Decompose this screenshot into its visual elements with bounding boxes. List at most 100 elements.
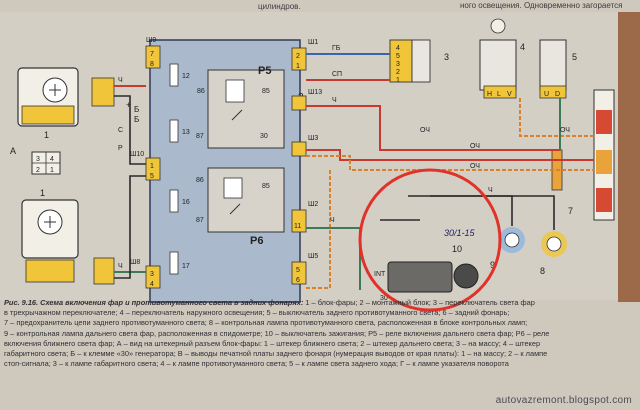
pin-int: INT bbox=[374, 271, 386, 278]
relay-p6 bbox=[207, 167, 285, 233]
grid-3: 3 bbox=[36, 156, 40, 163]
wire-label-ch3: Ч bbox=[118, 263, 123, 270]
label-item5: 5 bbox=[572, 52, 577, 62]
connector-sh1 bbox=[291, 47, 307, 71]
connector-sh3 bbox=[291, 141, 307, 157]
pin-86a: 86 bbox=[197, 88, 205, 95]
pin-n30: 30 bbox=[380, 295, 388, 302]
connector-sh2-label: Ш2 bbox=[308, 201, 318, 208]
connector-sh2 bbox=[291, 209, 307, 233]
outdoor-light-switch bbox=[479, 18, 517, 99]
caption-line-2: в трехрычажном переключателе; 4 – перекл… bbox=[4, 308, 510, 318]
label-view-a: А bbox=[10, 146, 16, 156]
connector-sh13 bbox=[291, 95, 307, 111]
grid-2: 2 bbox=[36, 167, 40, 174]
highlight-circle bbox=[358, 168, 502, 312]
pin-n2: 2 bbox=[296, 53, 300, 60]
wire-label-och4: ОЧ bbox=[560, 127, 570, 134]
caption-line-7: стоп-сигнала; 3 – к лампе габаритного св… bbox=[4, 359, 509, 369]
fuse-12 bbox=[169, 63, 179, 87]
grid-4: 4 bbox=[50, 156, 54, 163]
wire-label-och2: ОЧ bbox=[470, 143, 480, 150]
wire-set-orange bbox=[306, 98, 594, 289]
page-edge-strip bbox=[618, 12, 640, 302]
pin-85a: 85 bbox=[262, 88, 270, 95]
figure-caption: Рис. 9.16. Схема включения фар и противо… bbox=[4, 298, 632, 369]
wire-label-ch4: Ч bbox=[330, 217, 335, 224]
ignition-switch bbox=[387, 261, 479, 293]
pin-r4: 4 bbox=[396, 45, 400, 52]
top-note-left: цилиндров. bbox=[258, 2, 301, 11]
fog-control-lamp bbox=[541, 231, 567, 257]
wire-label-gb: ГБ bbox=[332, 45, 341, 52]
connector-sh10 bbox=[145, 157, 161, 181]
connector-sh9 bbox=[145, 45, 161, 69]
pin-n6: 6 bbox=[296, 277, 300, 284]
light-switch-connector bbox=[389, 39, 431, 83]
pin-7: 7 bbox=[150, 51, 154, 58]
label-item10: 10 bbox=[452, 244, 462, 254]
wire-label-och3: ОЧ bbox=[470, 163, 480, 170]
wire-label-ch2: Ч bbox=[118, 77, 123, 84]
grid-1: 1 bbox=[50, 167, 54, 174]
connector-sh10-label: Ш10 bbox=[130, 151, 144, 158]
caption-line-3: 7 – предохранитель цепи заднего противот… bbox=[4, 318, 528, 328]
label-item4: 4 bbox=[520, 42, 525, 52]
fuse-17 bbox=[169, 251, 179, 275]
view-a-connector bbox=[31, 151, 61, 175]
pin-8: 8 bbox=[150, 61, 154, 68]
label-item9: 9 bbox=[490, 260, 495, 270]
label-plus: + bbox=[126, 100, 131, 110]
relay-p6-label: Р6 bbox=[250, 235, 263, 247]
caption-line-6: габаритного света; Б – к клемме «30» ген… bbox=[4, 349, 548, 359]
headlamp-top bbox=[17, 67, 79, 127]
connector-sh5 bbox=[291, 261, 307, 285]
label-item1a: 1 bbox=[44, 130, 49, 140]
pin-n5: 5 bbox=[296, 267, 300, 274]
caption-line-5: включения ближнего света фар; А – вид на… bbox=[4, 338, 541, 348]
high-beam-control-lamp bbox=[499, 227, 525, 253]
pin-r3: 3 bbox=[396, 61, 400, 68]
label-item8: 8 bbox=[540, 266, 545, 276]
connector-sh3-label: Ш3 bbox=[308, 135, 318, 142]
pin-4: 4 bbox=[150, 281, 154, 288]
label-to-b: Б bbox=[134, 105, 139, 114]
wire-label-r: Р bbox=[118, 145, 123, 152]
connector-sh13-label: Ш13 bbox=[308, 89, 322, 96]
relay-p5-label: Р5 bbox=[258, 65, 271, 77]
wire-set-black bbox=[114, 95, 555, 279]
pin-n1: 1 bbox=[296, 63, 300, 70]
pin-30a: 30 bbox=[260, 133, 268, 140]
watermark: autovazremont.blogspot.com bbox=[495, 395, 632, 406]
label-item1b: 1 bbox=[40, 188, 45, 198]
pin-87b: 87 bbox=[196, 217, 204, 224]
pin-sw-h: H bbox=[487, 91, 492, 98]
pin-sw-d: D bbox=[555, 91, 560, 98]
relay-p5 bbox=[207, 69, 285, 149]
connector-sh8-label: Ш8 bbox=[130, 259, 140, 266]
headlamp-bottom-plug bbox=[93, 257, 115, 285]
pin-85b: 85 bbox=[262, 183, 270, 190]
caption-line-1: 1 – блок-фары; 2 – монтажный блок; 3 – п… bbox=[303, 298, 535, 307]
wire-label-ch5: Ч bbox=[488, 187, 493, 194]
pin-3: 3 bbox=[150, 271, 154, 278]
caption-line-4: 9 – контрольная лампа дальнего света фар… bbox=[4, 328, 550, 338]
connector-sh8 bbox=[145, 265, 161, 289]
pin-r1: 1 bbox=[396, 77, 400, 84]
connector-sh1-label: Ш1 bbox=[308, 39, 318, 46]
headlamp-bottom bbox=[21, 199, 79, 283]
pin-12: 12 bbox=[182, 73, 190, 80]
pin-sw-u: U bbox=[544, 91, 549, 98]
pin-86b: 86 bbox=[196, 177, 204, 184]
pin-sw-v: V bbox=[507, 91, 512, 98]
label-item7: 7 bbox=[568, 206, 573, 216]
pin-13: 13 bbox=[182, 129, 190, 136]
handwritten-note: 30/1-15 bbox=[444, 228, 476, 238]
wire-label-s: С bbox=[118, 127, 123, 134]
wire-label-b: Б bbox=[134, 115, 139, 124]
top-note-right: ного освещения. Одновременно загорается bbox=[460, 1, 623, 10]
wire-label-ch1: Ч bbox=[332, 97, 337, 104]
pin-17: 17 bbox=[182, 263, 190, 270]
connector-sh9-label: Ш9 bbox=[146, 37, 156, 44]
